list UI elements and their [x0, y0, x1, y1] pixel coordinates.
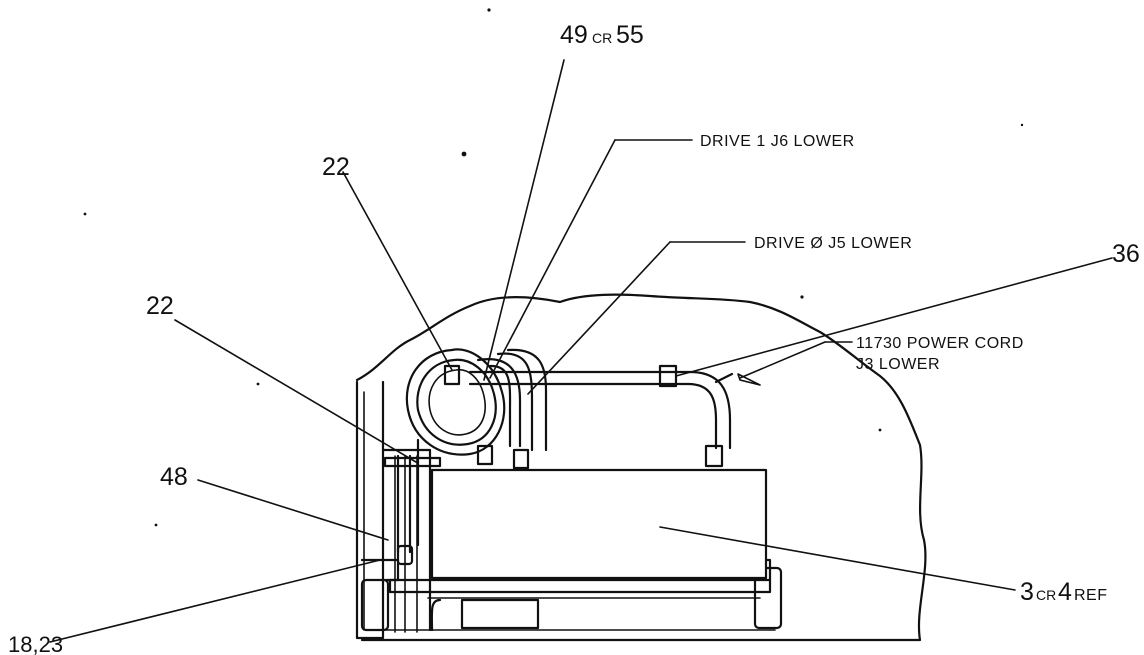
callout-49: 49 [560, 21, 588, 49]
callout-22-left: 22 [146, 292, 174, 320]
label-drive0: DRIVE Ø J5 LOWER [754, 235, 912, 252]
drive-cables [476, 348, 724, 470]
callout-55: 55 [616, 21, 644, 49]
callout-36: 36 [1112, 240, 1140, 268]
chassis-rails [360, 558, 783, 632]
callout-3-cr: CR [1036, 587, 1056, 603]
callout-3: 3 [1020, 578, 1034, 606]
power-cord [443, 364, 761, 450]
callout-18-23: 18,23 [8, 632, 63, 655]
drive-enclosure [430, 468, 768, 580]
callout-48: 48 [160, 463, 188, 491]
callout-4: 4 [1058, 578, 1072, 606]
label-power-cord: 11730 POWER CORD [856, 335, 1024, 352]
leader-lines [49, 59, 1113, 643]
callout-ref: REF [1074, 587, 1108, 604]
callout-22-top: 22 [322, 153, 350, 181]
cutaway-outline [355, 293, 927, 642]
label-drive1: DRIVE 1 J6 LOWER [700, 133, 855, 150]
label-power-j3: J3 LOWER [856, 356, 940, 373]
callout-49-cr: CR [592, 30, 612, 46]
